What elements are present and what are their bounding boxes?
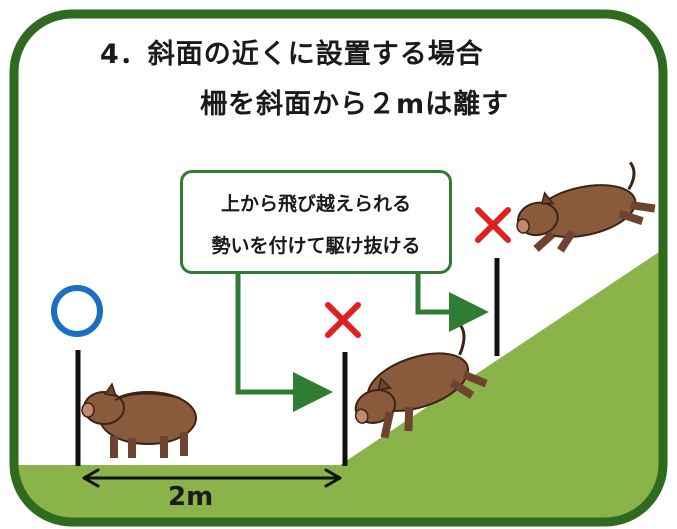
arrow-to-slope-fence	[415, 274, 489, 332]
boar-standing-icon	[81, 382, 197, 458]
arrow-to-slope-base-fence	[235, 274, 333, 412]
frame-border	[9, 9, 668, 527]
title-line-1: 4．斜面の近くに設置する場合	[100, 39, 484, 70]
bad-mark-icon-2	[475, 207, 511, 243]
callout-box: 上から飛び越えられる 勢いを付けて駆け抜ける	[180, 170, 452, 274]
boar-jumping-icon	[354, 324, 488, 439]
distance-arrow	[82, 468, 342, 488]
callout-line-2: 勢いを付けて駆け抜ける	[211, 235, 421, 257]
boar-running-icon	[516, 161, 656, 253]
callout-line-1: 上から飛び越えられる	[220, 193, 411, 215]
ground	[14, 240, 663, 522]
good-mark-icon	[51, 285, 103, 337]
title-line-2: 柵を斜面から２mは離す	[200, 89, 510, 120]
bad-mark-icon-1	[325, 302, 361, 338]
slope	[340, 240, 663, 522]
distance-label: 2m	[168, 482, 214, 512]
